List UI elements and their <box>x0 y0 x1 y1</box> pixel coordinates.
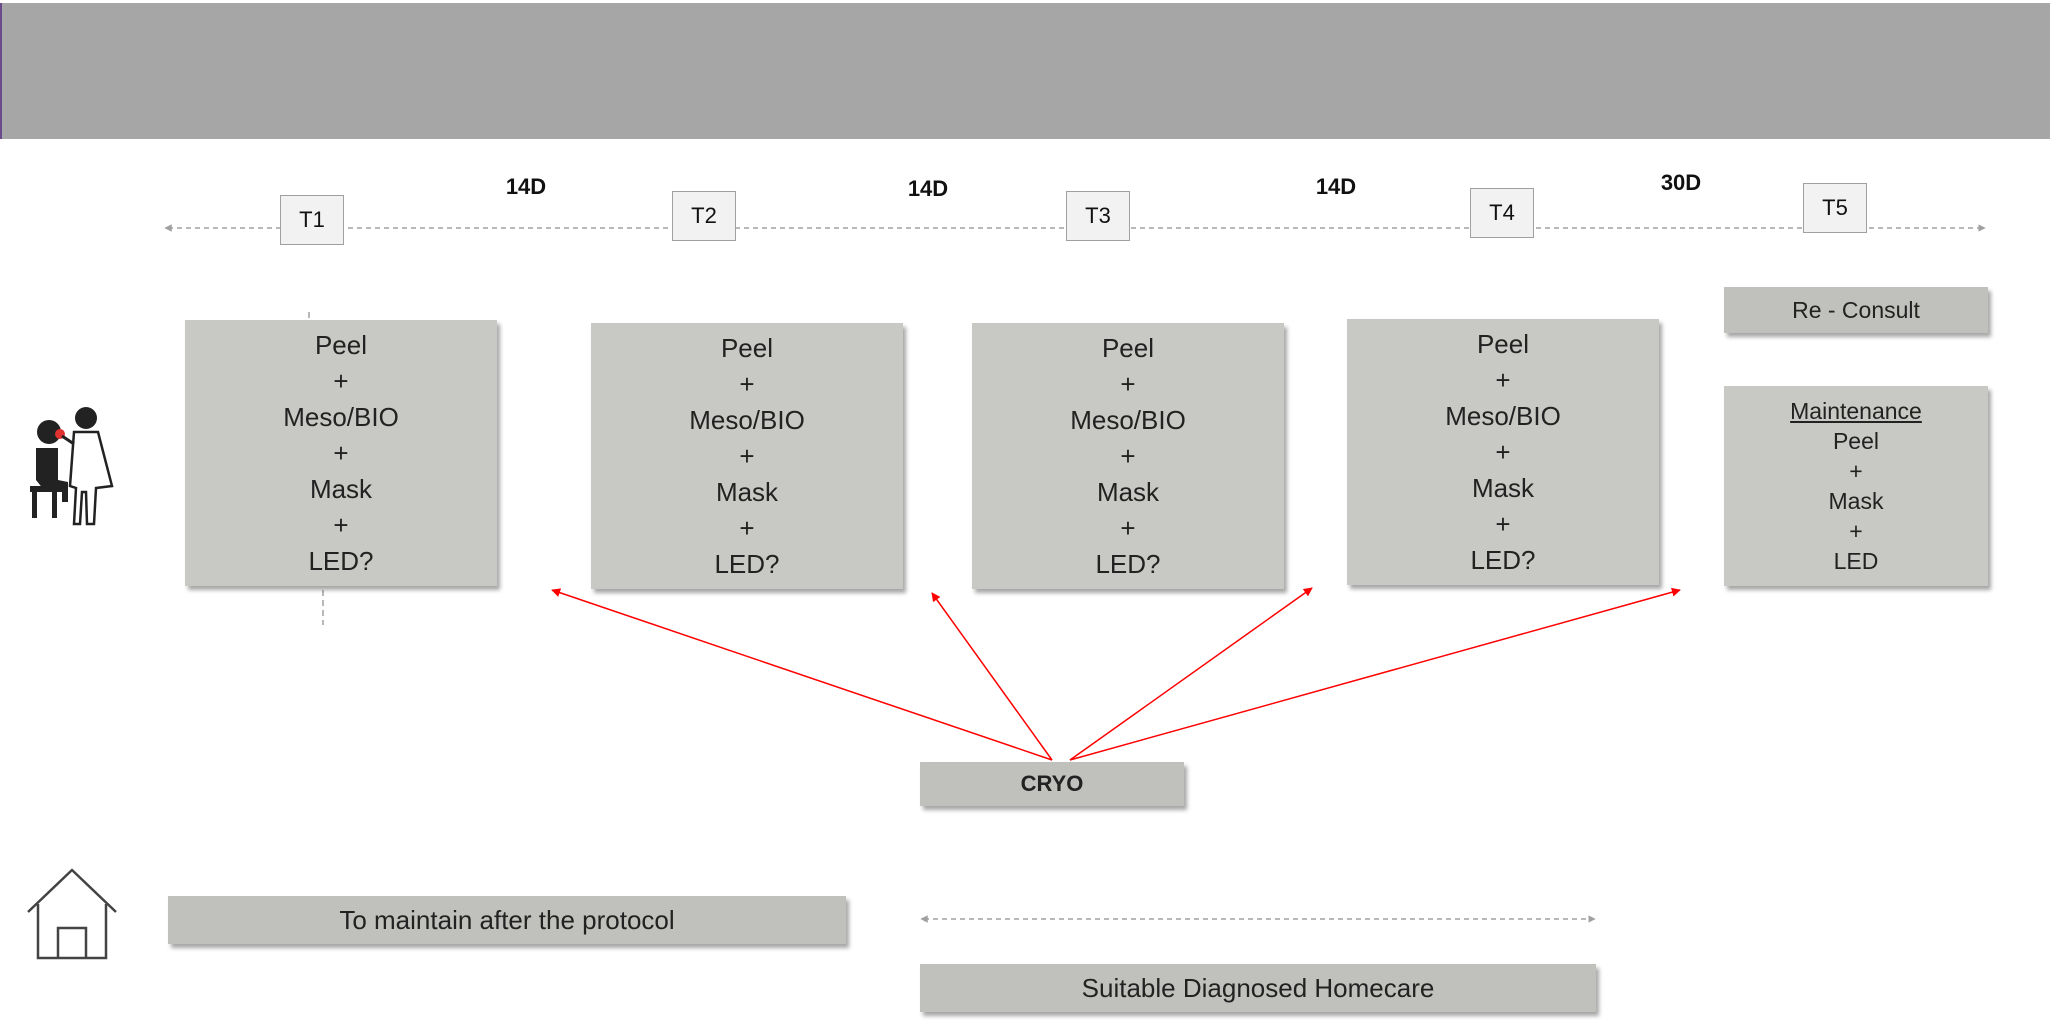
treatment-step: + <box>333 366 349 396</box>
treatment-box-t3: Peel + Meso/BIO + Mask + LED? <box>972 323 1284 589</box>
maintenance-step: + <box>1849 518 1863 544</box>
reconsult-box: Re - Consult <box>1724 287 1988 333</box>
header-bar <box>0 3 2050 139</box>
treatment-step: Mask <box>1096 477 1160 507</box>
interval-label: 14D <box>505 174 547 199</box>
house-icon <box>24 866 120 962</box>
treatment-step: Mask <box>309 474 373 504</box>
treatment-step: LED? <box>308 546 374 576</box>
treatment-step: + <box>1120 441 1136 471</box>
maintenance-step: + <box>1849 458 1863 484</box>
treatment-step: + <box>1495 509 1511 539</box>
treatment-step: LED? <box>1095 549 1161 579</box>
treatment-step: + <box>739 441 755 471</box>
cryo-arrow-4 <box>1069 587 1681 761</box>
treatment-step: Peel <box>314 330 368 360</box>
treatment-step: LED? <box>1470 545 1536 575</box>
timepoint-t1: T1 <box>280 195 344 245</box>
interval-label: 30D <box>1660 170 1702 195</box>
treatment-step: + <box>1120 513 1136 543</box>
interval-label: 14D <box>907 176 949 201</box>
treatment-step: + <box>333 510 349 540</box>
maintenance-step: LED <box>1833 548 1879 574</box>
maintenance-heading: Maintenance <box>1790 398 1922 424</box>
treatment-box-t2: Peel + Meso/BIO + Mask + LED? <box>591 323 903 589</box>
treatment-step: Peel <box>1476 329 1530 359</box>
treatment-step: + <box>739 369 755 399</box>
treatment-step: + <box>1495 437 1511 467</box>
maintenance-step: Peel <box>1832 428 1880 454</box>
treatment-step: Mask <box>715 477 779 507</box>
maintenance-step: Mask <box>1828 488 1884 514</box>
cryo-arrow-3 <box>1069 587 1313 761</box>
cryo-box: CRYO <box>920 762 1184 806</box>
treatment-box-t1: Peel + Meso/BIO + Mask + LED? <box>185 320 497 586</box>
homecare-bar: Suitable Diagnosed Homecare <box>920 964 1596 1012</box>
cryo-arrow-2 <box>931 592 1053 761</box>
treatment-box-t4: Peel + Meso/BIO + Mask + LED? <box>1347 319 1659 585</box>
maintenance-box: Maintenance Peel + Mask + LED <box>1724 386 1988 586</box>
treatment-step: Meso/BIO <box>689 405 805 435</box>
treatment-step: Meso/BIO <box>283 402 399 432</box>
treatment-step: Peel <box>720 333 774 363</box>
treatment-step: Peel <box>1101 333 1155 363</box>
treatment-step: + <box>1120 369 1136 399</box>
treatment-step: + <box>1495 365 1511 395</box>
cryo-arrow-1 <box>551 588 1053 761</box>
interval-label: 14D <box>1315 174 1357 199</box>
treatment-step: + <box>333 438 349 468</box>
maintain-after-protocol-bar: To maintain after the protocol <box>168 896 846 944</box>
treatment-step: Meso/BIO <box>1445 401 1561 431</box>
treatment-step: LED? <box>714 549 780 579</box>
treatment-step: Meso/BIO <box>1070 405 1186 435</box>
timepoint-t5: T5 <box>1803 183 1867 233</box>
doctor-patient-icon <box>24 400 124 530</box>
timepoint-t2: T2 <box>672 191 736 241</box>
timepoint-t3: T3 <box>1066 191 1130 241</box>
treatment-step: + <box>739 513 755 543</box>
timepoint-t4: T4 <box>1470 188 1534 238</box>
treatment-step: Mask <box>1471 473 1535 503</box>
